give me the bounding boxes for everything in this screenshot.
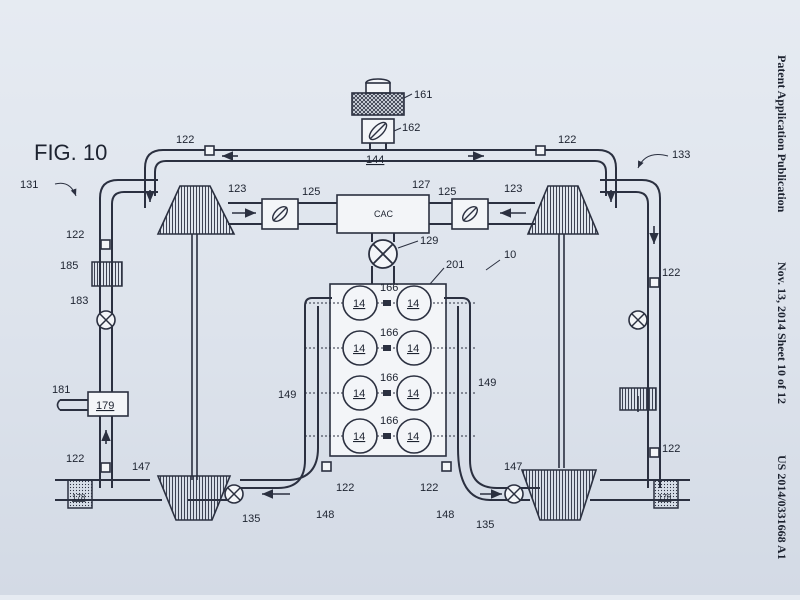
component-178-left-label: 178 <box>72 493 86 502</box>
sensor-122-right-upper <box>649 277 660 288</box>
label-122-right-upper: 122 <box>662 267 680 279</box>
valve-183 <box>96 310 116 330</box>
separator-166 <box>383 390 391 396</box>
label-148-right: 148 <box>436 509 454 521</box>
sensor-122-left-exhaust <box>321 461 332 472</box>
label-10: 10 <box>504 249 516 261</box>
cylinder-6 <box>396 375 432 411</box>
label-166: 166 <box>380 372 398 384</box>
label-122-right-exhaust: 122 <box>420 482 438 494</box>
label-123-right: 123 <box>504 183 522 195</box>
reference-labels: 161 162 144 122 122 123 123 125 125 127 … <box>20 89 690 531</box>
air-filter-161 <box>351 92 405 116</box>
publication-header: Patent Application Publication Nov. 13, … <box>775 55 789 560</box>
cylinder-3-label: 14 <box>353 343 365 355</box>
label-149-right: 149 <box>478 377 496 389</box>
turbine-left-147 <box>156 475 232 521</box>
sensor-122-right-lower <box>649 447 660 458</box>
sensor-122-left-lower <box>100 462 111 473</box>
valve-right <box>628 310 648 330</box>
label-135-right: 135 <box>476 519 494 531</box>
component-178-right-label: 178 <box>658 493 672 502</box>
label-129: 129 <box>420 235 438 247</box>
sensor-122-right-exhaust <box>441 461 452 472</box>
header-patent-number: US 2014/0331668 A1 <box>775 455 789 560</box>
sensor-122-left-upper <box>100 239 111 250</box>
label-149-left: 149 <box>278 389 296 401</box>
cylinder-4-label: 14 <box>407 343 419 355</box>
wastegate-valve-135-left <box>224 484 244 504</box>
cylinder-7 <box>342 418 378 454</box>
figure-title: FIG. 10 <box>34 140 107 165</box>
turbine-right-147 <box>520 469 598 521</box>
cac-label: CAC <box>374 209 394 219</box>
charge-air-pipes: CAC <box>228 194 535 234</box>
label-122-left-upper: 122 <box>66 229 84 241</box>
separator-166 <box>383 300 391 306</box>
air-intake-assembly <box>351 78 405 150</box>
cylinder-1 <box>342 285 378 321</box>
cylinder-1-label: 14 <box>353 298 365 310</box>
cylinder-3 <box>342 330 378 366</box>
heat-exchanger-185 <box>91 261 123 287</box>
cylinder-5 <box>342 375 378 411</box>
separator-166 <box>383 433 391 439</box>
label-135-left: 135 <box>242 513 260 525</box>
cylinder-8 <box>396 418 432 454</box>
label-127: 127 <box>412 179 430 191</box>
label-133: 133 <box>672 149 690 161</box>
label-147-left: 147 <box>132 461 150 473</box>
label-125-right: 125 <box>438 186 456 198</box>
header-date-sheet: Nov. 13, 2014 Sheet 10 of 12 <box>775 262 789 404</box>
cylinder-7-label: 14 <box>353 431 365 443</box>
charge-air-cooler-127 <box>336 194 430 234</box>
component-179-label: 179 <box>96 400 114 412</box>
aftertreatment-178-left <box>67 479 93 509</box>
label-185: 185 <box>60 260 78 272</box>
header-publication: Patent Application Publication <box>775 55 789 213</box>
exhaust-manifold-right <box>444 297 540 501</box>
label-183: 183 <box>70 295 88 307</box>
engine-block-201: 14 14 166 14 14 166 14 14 166 14 14 166 <box>305 282 476 457</box>
label-144: 144 <box>366 154 384 166</box>
compressor-right-123 <box>526 185 600 235</box>
aftertreatment-178-right <box>653 479 679 509</box>
label-122-top-left: 122 <box>176 134 194 146</box>
label-148-left: 148 <box>316 509 334 521</box>
throttle-129 <box>368 233 398 284</box>
label-125-left: 125 <box>302 186 320 198</box>
label-166: 166 <box>380 282 398 294</box>
label-122-left-lower: 122 <box>66 453 84 465</box>
label-123-left: 123 <box>228 183 246 195</box>
label-162: 162 <box>402 122 420 134</box>
wastegate-valve-135-right <box>504 484 524 504</box>
exhaust-manifold-left <box>188 297 332 501</box>
cylinder-8-label: 14 <box>407 431 419 443</box>
compressor-left-123 <box>156 185 236 235</box>
left-loop-131: 179 178 <box>55 179 162 509</box>
cylinder-6-label: 14 <box>407 388 419 400</box>
label-201: 201 <box>446 259 464 271</box>
component-179 <box>87 391 129 417</box>
cylinder-4 <box>396 330 432 366</box>
sensor-122-top-right <box>535 145 546 156</box>
cylinder-2-label: 14 <box>407 298 419 310</box>
label-166: 166 <box>380 327 398 339</box>
cylinder-5-label: 14 <box>353 388 365 400</box>
sensor-122-top-left <box>204 145 215 156</box>
label-122-top-right: 122 <box>558 134 576 146</box>
cylinder-2 <box>396 285 432 321</box>
label-181: 181 <box>52 384 70 396</box>
label-161: 161 <box>414 89 432 101</box>
separator-166 <box>383 345 391 351</box>
label-122-right-lower: 122 <box>662 443 680 455</box>
right-loop-133: 178 <box>590 179 690 509</box>
label-166: 166 <box>380 415 398 427</box>
label-122-left-exhaust: 122 <box>336 482 354 494</box>
label-147-right: 147 <box>504 461 522 473</box>
label-131: 131 <box>20 179 38 191</box>
